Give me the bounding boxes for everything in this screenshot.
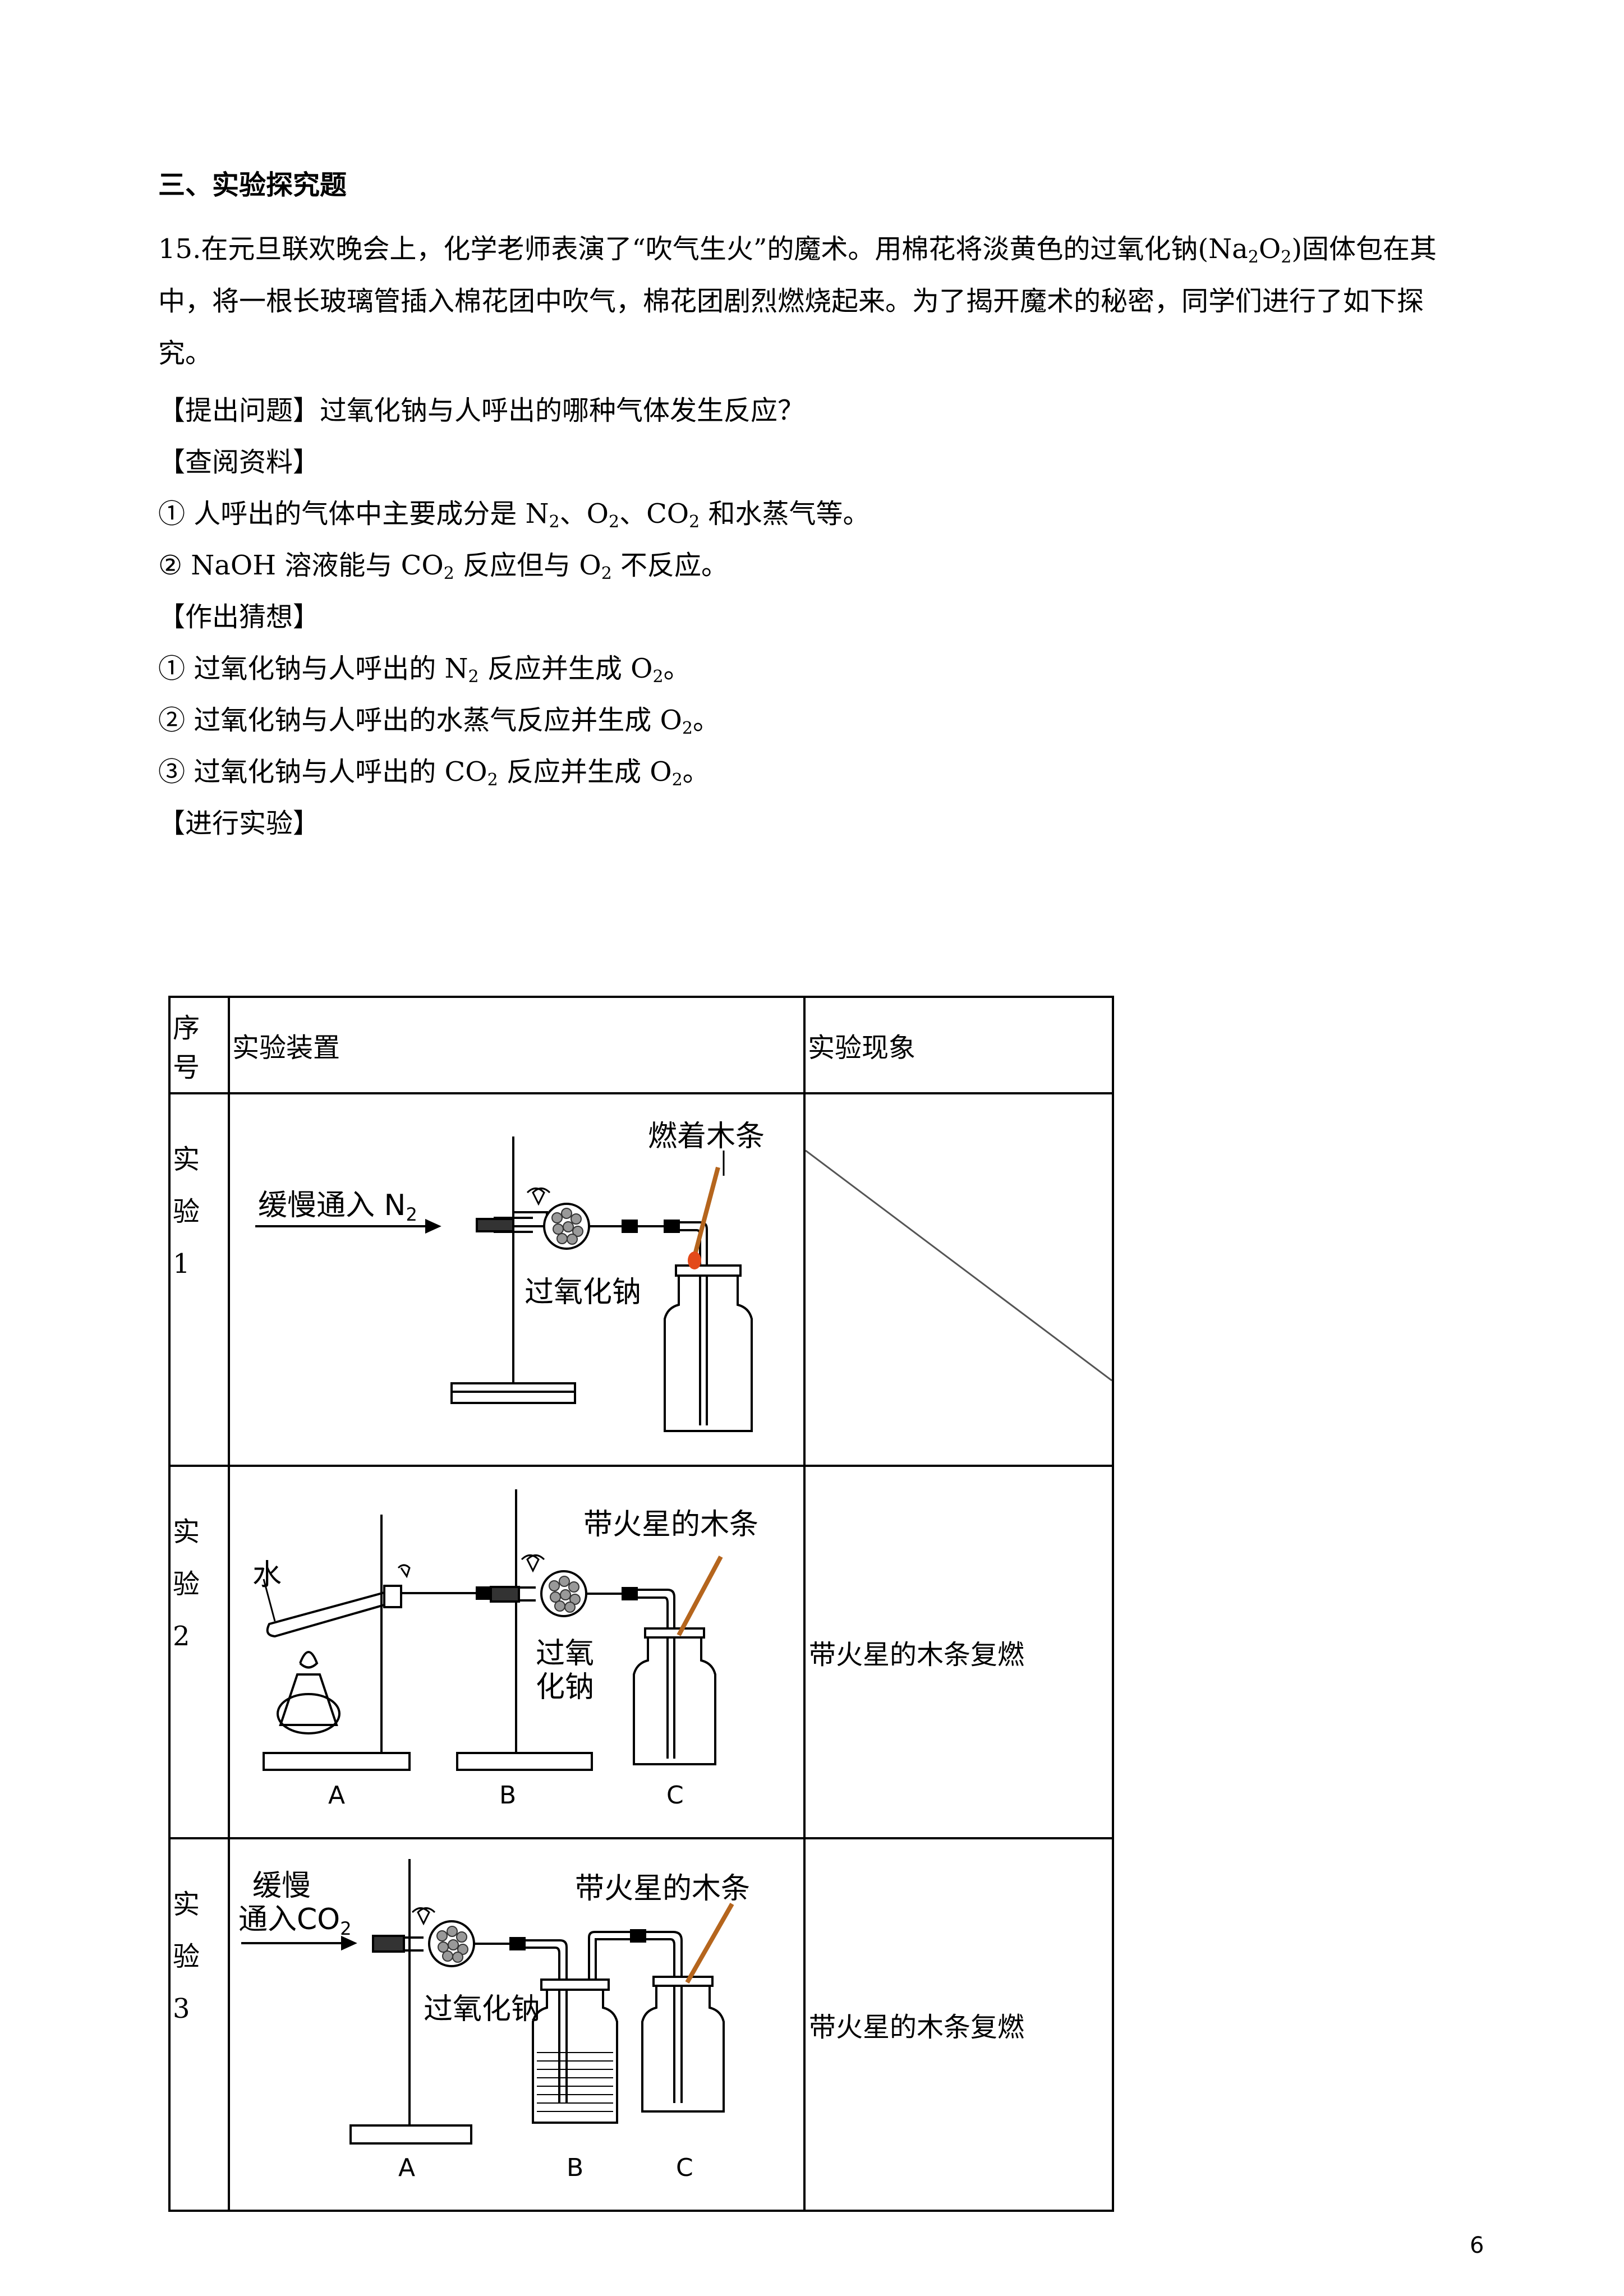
reagent-label-a: 过氧 [536,1637,594,1671]
splint-label: 燃着木条 [648,1120,765,1153]
experiment-heading: 【进行实验】 [158,808,320,839]
label-c: C [676,2154,693,2182]
hypothesis-3: ③ 过氧化钠与人呼出的 CO2 反应并生成 O2。 [158,756,710,790]
inlet-label-b: 通入CO2 [238,1903,352,1939]
reagent-label: 过氧化钠 [424,1993,540,2026]
label-a: A [398,2154,415,2182]
apparatus-cell-1: 缓慢通入 N2 过氧化钠 燃着木条 [228,1092,806,1467]
phenomenon-cell-3: 带火星的木条复燃 [803,1837,1114,2212]
phenomenon-cell-1 [803,1092,1114,1467]
question-text: 15.在元旦联欢晚会上，化学老师表演了“吹气生火”的魔术。用棉花将淡黄色的过氧化… [158,233,1437,369]
label-b: B [499,1781,516,1810]
page-number: 6 [1470,2233,1484,2258]
table-header-row: 序号 实验装置 实验现象 [168,996,1114,1094]
header-phenomenon: 实验现象 [803,996,1114,1094]
splint-label: 带火星的木条 [583,1508,758,1542]
reference-item-2: ② NaOH 溶液能与 CO2 反应但与 O2 不反应。 [158,550,729,583]
apparatus-diagram-1: 缓慢通入 N2 过氧化钠 燃着木条 [255,1120,765,1432]
reagent-label-b: 化钠 [536,1671,594,1704]
apparatus-cell-3: 缓慢 通入CO2 过氧化钠 带火星的木条 A B C [228,1837,806,2212]
inlet-label: 缓慢通入 N2 [258,1189,417,1225]
phenomenon-cell-2: 带火星的木条复燃 [803,1465,1114,1839]
label-a: A [328,1781,345,1810]
reference-heading: 【查阅资料】 [158,447,320,478]
water-label: 水 [252,1558,282,1592]
splint-label: 带火星的木条 [575,1872,750,1906]
hypothesis-heading: 【作出猜想】 [158,601,320,633]
reference-item-1: ① 人呼出的气体中主要成分是 N2、O2、CO2 和水蒸气等。 [158,498,870,532]
apparatus-cell-2: 水 过氧 化钠 带火星的木条 A B C [228,1465,806,1839]
apparatus-diagram-2: 水 过氧 化钠 带火星的木条 A B C [252,1489,758,1810]
section-title: 三、实验探究题 [158,169,347,201]
header-apparatus: 实验装置 [228,996,806,1094]
apparatus-diagram-3: 缓慢 通入CO2 过氧化钠 带火星的木条 A B C [238,1859,750,2182]
label-c: C [666,1781,684,1810]
hypothesis-2: ② 过氧化钠与人呼出的水蒸气反应并生成 O2。 [158,705,720,738]
inlet-label-a: 缓慢 [252,1869,311,1903]
label-b: B [567,2154,583,2182]
diagonal-slash [805,1149,1112,1382]
hypothesis-1: ① 过氧化钠与人呼出的 N2 反应并生成 O2。 [158,653,691,687]
reagent-label: 过氧化钠 [525,1276,641,1309]
header-seq: 序号 [168,996,230,1094]
problem-line: 【提出问题】过氧化钠与人呼出的哪种气体发生反应？ [158,395,805,426]
